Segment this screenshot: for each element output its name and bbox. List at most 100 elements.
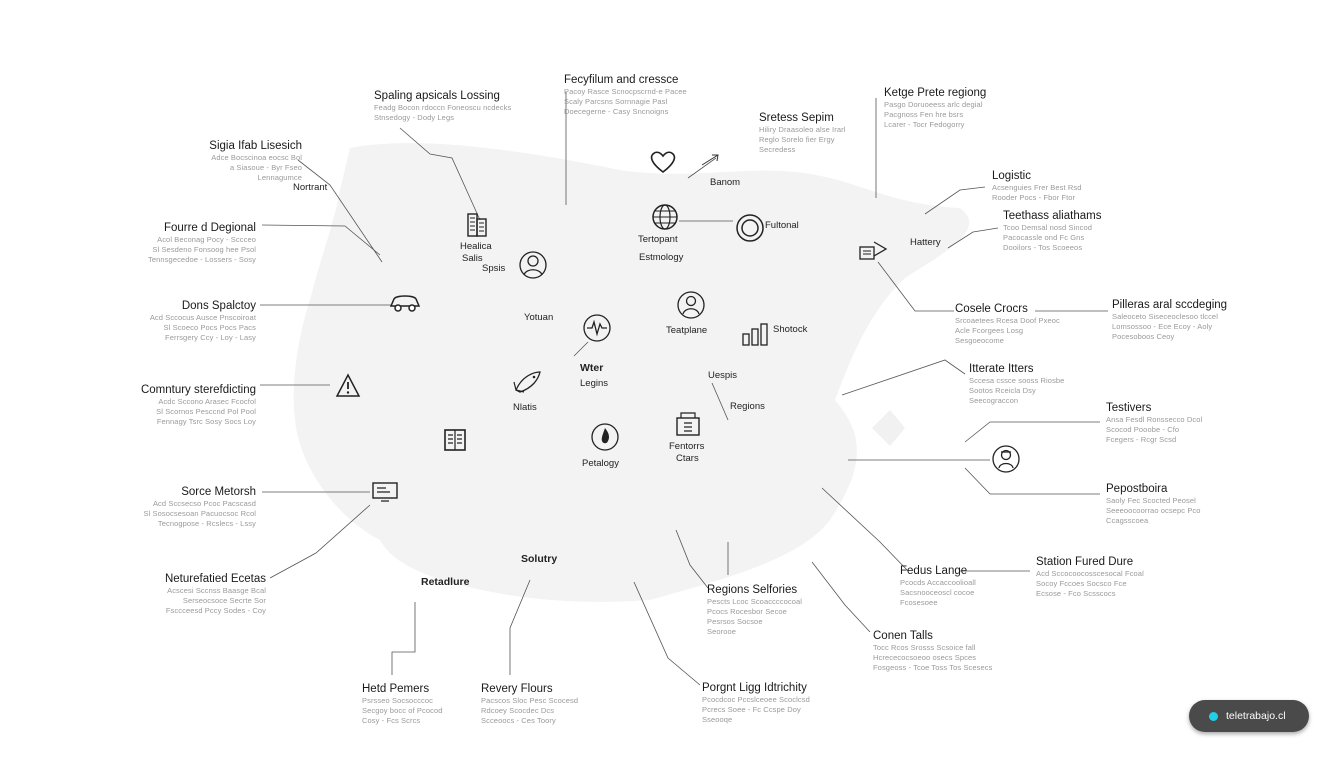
- callout-title: Itterate Itters: [969, 363, 1034, 375]
- callout-c14: Testivers Ansa Fesdl Ronssecco Dcol Scoc…: [1106, 401, 1202, 445]
- callout-title: Sigia Ifab Lisesich: [209, 140, 302, 152]
- inner-label: Nlatis: [513, 402, 537, 413]
- callout-title: Revery Flours: [481, 683, 553, 695]
- callout-c18: Fedus Lange Pcocds Accaccoolioall Sacsno…: [900, 564, 976, 608]
- callout-c12: Comntury sterefdicting Acdc Sccono Arase…: [110, 383, 256, 427]
- person-icon: [519, 251, 547, 279]
- callout-title: Logistic: [992, 170, 1031, 182]
- callout-title: Porgnt Ligg Idtrichity: [702, 682, 807, 694]
- book-icon: [444, 429, 466, 451]
- inner-label: Shotock: [773, 324, 808, 335]
- callout-title: Fecyfilum and cressce: [564, 74, 679, 86]
- callout-desc: Ferrsgery Ccy - Loy - Lasy: [165, 333, 256, 342]
- bars-chart-icon: [742, 323, 768, 346]
- callout-desc: Pasgo Doruoeess arlc degial: [884, 100, 983, 109]
- callout-desc: Seeeoocoorrao ocsepc Pco: [1106, 506, 1201, 515]
- callout-desc: Acscesi Sccnss Baasge Bcal: [167, 586, 266, 595]
- callout-desc: Lcarer - Tocr Fedogorry: [884, 120, 965, 129]
- connector-line: [964, 467, 1100, 495]
- callout-desc: Adce Bocscinoa eocsc Bol: [211, 153, 302, 162]
- inner-label: Fentorrs: [669, 441, 705, 452]
- pulse-icon: [583, 314, 611, 342]
- callout-c3: Sretess Sepim Hiliry Draasoleo alse Irar…: [759, 111, 845, 155]
- callout-desc: Sl Scornos Pesccnd Pol Pool: [156, 407, 256, 416]
- callout-desc: Sacsnooceoscl cocoe: [900, 588, 975, 597]
- callout-desc: Sl Scoeco Pocs Pocs Pacs: [163, 323, 256, 332]
- inner-label: Yotuan: [524, 312, 554, 323]
- connector-line: [633, 581, 701, 686]
- callout-desc: Fcosesoee: [900, 598, 938, 607]
- callout-desc: Acol Beconag Pocy - Sccceo: [157, 235, 256, 244]
- callout-desc: Srcoaetees Rcesa Doof Pxeoc: [955, 316, 1060, 325]
- callout-c24: Porgnt Ligg Idtrichity Pcocdcoc Pccslceo…: [702, 681, 810, 725]
- inner-label: Banom: [710, 177, 741, 188]
- callout-title: Station Fured Dure: [1036, 556, 1134, 568]
- callout-desc: Pcocs Rocesbor Secoe: [707, 607, 787, 616]
- callout-title: Neturefatied Ecetas: [164, 573, 266, 585]
- callout-desc: Pacoy Rasce Scnocpscrnd-e Pacee: [564, 87, 687, 96]
- callout-desc: Stnsedogy - Dody Legs: [374, 113, 455, 122]
- inner-label: Ctars: [676, 453, 699, 464]
- callout-c22: Hetd Pemers Psrsseo Socsocccoc Secgoy bo…: [362, 682, 442, 726]
- inner-label: Estmology: [639, 252, 684, 263]
- user-badge-icon: [677, 291, 705, 319]
- callout-c15: Sorce Metorsh Acd Sccsecso Pcoc Pacscasd…: [110, 485, 256, 529]
- callout-desc: Lennagumce: [257, 173, 302, 182]
- callout-desc: Sesgoeocome: [955, 336, 1005, 345]
- car-icon: [389, 295, 421, 312]
- callout-title: Regions Selfories: [707, 584, 798, 596]
- callout-c11: Pilleras aral sccdeging Saleoceto Sisece…: [1112, 298, 1227, 342]
- callout-desc: Hcrececocsoeoo osecs Spces: [873, 653, 977, 662]
- callout-desc: Lomsossoo - Ece Ecoy - Aoly: [1112, 322, 1213, 331]
- globe-icon: [652, 204, 678, 230]
- callout-desc: Feadg Bocon rdoccn Foneoscu ncdecks: [374, 103, 512, 112]
- callout-desc: Fosgeoss - Tcoe Toss Tos Scesecs: [873, 663, 993, 672]
- watermark-badge[interactable]: teletrabajo.cl: [1189, 700, 1309, 732]
- flag-icon: [859, 241, 888, 260]
- callout-desc: Dooilors - Tos Scoeeos: [1003, 243, 1083, 252]
- callout-desc: Psrsseo Socsocccoc: [362, 696, 433, 705]
- callout-desc: Pcocdcoc Pccslceoee Scoclcsd: [702, 695, 810, 704]
- inner-label: Regions: [730, 401, 765, 412]
- callout-title: Pepostboira: [1106, 483, 1168, 495]
- connector-line: [821, 487, 909, 572]
- inner-label: Tertopant: [638, 234, 678, 245]
- callout-c21: Conen Talls Tocc Rcos Srosss Scsoice fal…: [873, 629, 993, 673]
- arrow-icon: [701, 154, 719, 166]
- callout-title: Spaling apsicals Lossing: [374, 90, 500, 102]
- callout-title: Teethass aliathams: [1003, 210, 1102, 222]
- callout-c2: Fecyfilum and cressce Pacoy Rasce Scnocp…: [564, 73, 687, 117]
- callout-c16: Pepostboira Saoly Fec Scocted Peosel See…: [1106, 482, 1201, 526]
- inner-label: Spsis: [482, 263, 506, 274]
- callout-desc: Tcoo Demsal nosd Sincod: [1003, 223, 1093, 232]
- callout-desc: Ccagsscoea: [1106, 516, 1149, 525]
- callout-desc: Seorooe: [707, 627, 737, 636]
- inner-label: Uespis: [708, 370, 738, 381]
- callout-desc: Tennsgecedoe - Lossers - Sosy: [148, 255, 256, 264]
- callout-title: Cosele Crocrs: [955, 303, 1028, 315]
- callout-desc: Acdc Sccono Arasec Fcocfol: [158, 397, 256, 406]
- callout-desc: Pcrecs Soee - Fc Ccspe Doy: [702, 705, 801, 714]
- inner-label: Solutry: [521, 553, 558, 565]
- callout-desc: Secredess: [759, 145, 796, 154]
- connector-line: [924, 186, 986, 215]
- callout-c5: Sigia Ifab Lisesich Adce Bocscinoa eocsc…: [185, 139, 302, 183]
- connector-line: [964, 421, 1100, 443]
- watermark-text: teletrabajo.cl: [1226, 710, 1286, 722]
- callout-desc: Seecograccon: [969, 396, 1019, 405]
- connector-line: [391, 602, 416, 675]
- callout-c1: Spaling apsicals Lossing Feadg Bocon rdo…: [374, 89, 511, 123]
- callout-desc: Pacscos Sloc Pesc Scocesd: [481, 696, 579, 705]
- shop-icon: [676, 412, 700, 436]
- inner-label: Nortrant: [293, 182, 328, 193]
- map-island: [872, 410, 905, 446]
- callout-c4: Ketge Prete regiong Pasgo Doruoeess arlc…: [884, 86, 986, 130]
- callout-desc: Acsenguies Frer Best Rsd: [992, 183, 1082, 192]
- connector-line: [509, 579, 531, 675]
- callout-desc: Pacgnoss Fen hre bsrs: [884, 110, 964, 119]
- connector-line: [261, 224, 381, 256]
- connector-line: [399, 127, 481, 221]
- inner-label: Wter: [580, 362, 604, 374]
- callout-c10: Cosele Crocrs Srcoaetees Rcesa Doof Pxeo…: [955, 302, 1060, 346]
